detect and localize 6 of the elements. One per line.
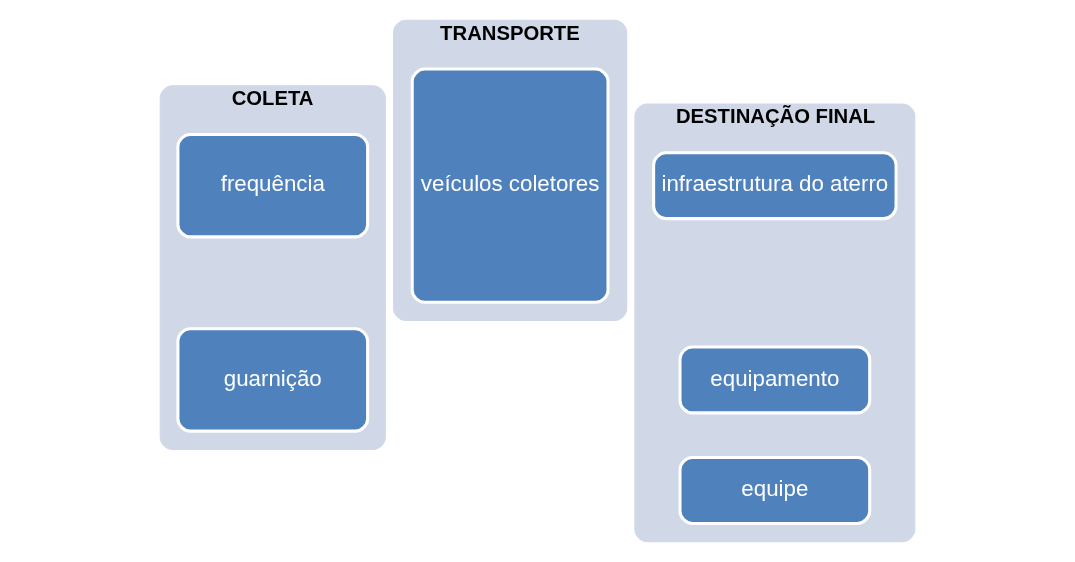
- node-box: veículos coletores: [410, 67, 610, 304]
- node-box: equipamento: [678, 345, 872, 415]
- node-box: guarnição: [176, 327, 370, 433]
- node-box: infraestrutura do aterro: [652, 151, 898, 221]
- node-box: frequência: [176, 132, 370, 239]
- node-box: equipe: [678, 455, 872, 525]
